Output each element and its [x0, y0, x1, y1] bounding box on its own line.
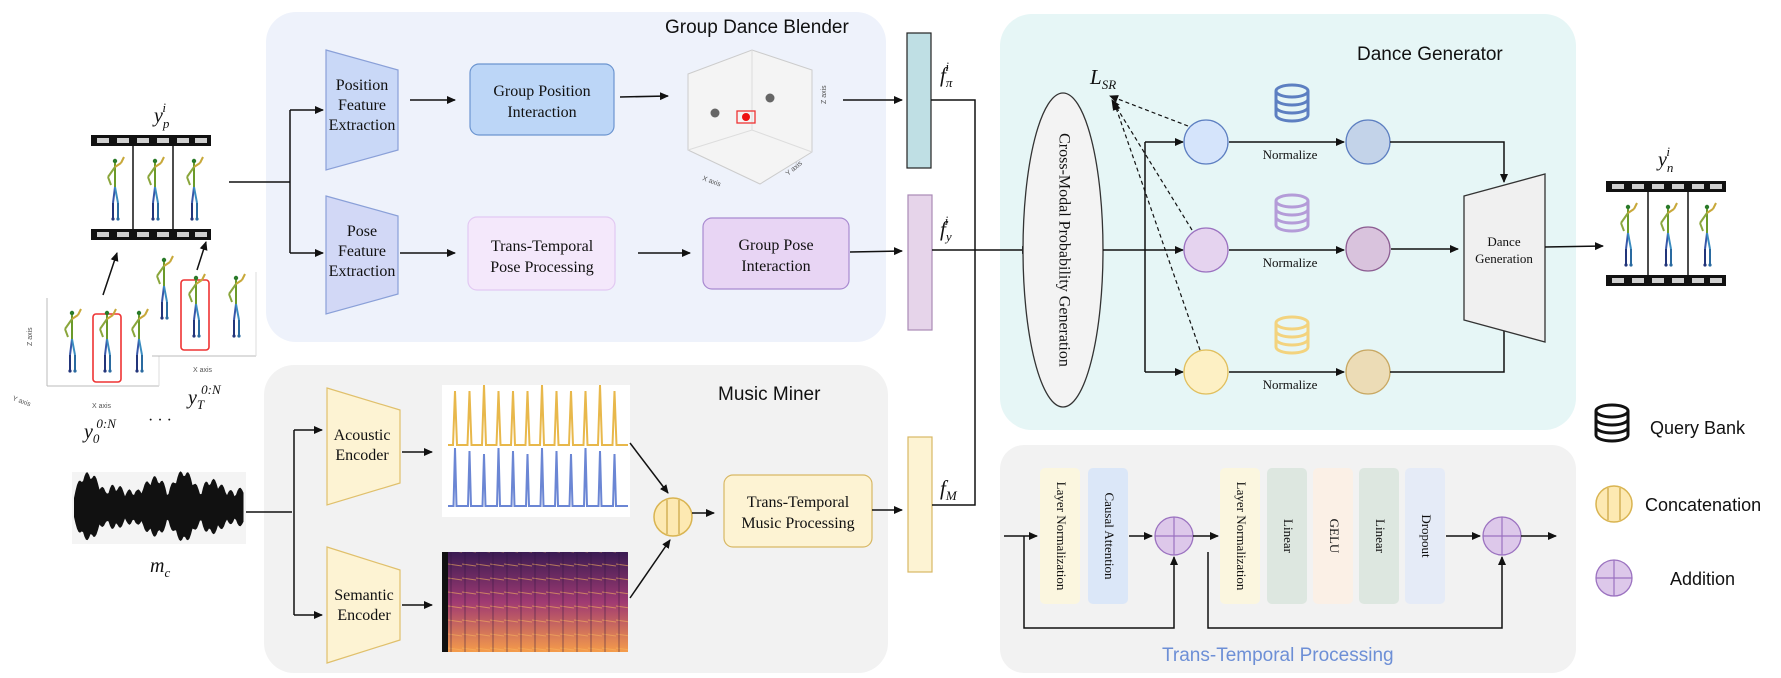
linear2-label: Linear	[1373, 519, 1388, 554]
semantic-encoder-block: Semantic Encoder	[326, 546, 401, 664]
group-position-interaction-block: Group Position Interaction	[469, 63, 615, 136]
gpoi-line-1: Group Pose	[738, 237, 813, 254]
pfe-line-2: Feature	[338, 97, 386, 114]
addition-node-1	[1154, 516, 1194, 556]
output-node-blue	[1345, 119, 1391, 165]
y-n-label: yni	[1656, 144, 1673, 175]
cross-modal-probability-generation-block: Cross-Modal Probability Generation	[1022, 92, 1104, 408]
ae-line-2: Encoder	[335, 447, 389, 464]
dance-generator-title: Dance Generator	[1357, 44, 1503, 65]
legend-addition: Addition	[1595, 559, 1735, 597]
plot-z-axis: Z axis	[821, 85, 828, 104]
yT-label: yT0:N	[186, 382, 222, 412]
ca-label: Causal Attention	[1102, 492, 1117, 580]
acoustic-feature-plot	[442, 384, 630, 517]
layer-normalization-block-1: Layer Normalization	[1040, 468, 1080, 604]
music-miner-title: Music Miner	[718, 384, 821, 405]
z-axis-label: Z axis	[27, 327, 34, 346]
ln2-label: Layer Normalization	[1234, 482, 1249, 591]
ttp-line-2: Pose Processing	[490, 259, 594, 276]
trans-temporal-processing-title: Trans-Temporal Processing	[1162, 645, 1394, 666]
legend-concatenation-label: Concatenation	[1645, 495, 1761, 515]
se-line-1: Semantic	[334, 587, 394, 604]
concatenation-icon	[1595, 485, 1633, 523]
pose-feature-extraction-block: Pose Feature Extraction	[325, 195, 399, 315]
gelu-label: GELU	[1327, 519, 1342, 554]
dropout-block: Dropout	[1405, 468, 1445, 604]
legend-query-bank: Query Bank	[1594, 403, 1746, 443]
trans-temporal-music-processing-block: Trans-Temporal Music Processing	[723, 474, 873, 548]
ttm-line-1: Trans-Temporal	[747, 494, 850, 511]
y-p-label: ypi	[152, 100, 170, 131]
query-node-purple	[1183, 227, 1229, 273]
f-M-bar	[907, 436, 933, 573]
output-node-purple	[1345, 226, 1391, 272]
dg-line-2: Generation	[1475, 251, 1533, 266]
gelu-block: GELU	[1313, 468, 1353, 604]
group-pose-interaction-block: Group Pose Interaction	[702, 217, 850, 290]
layer-normalization-block-2: Layer Normalization	[1220, 468, 1260, 604]
normalize-label-2: Normalize	[1263, 255, 1318, 270]
ellipsis: · · ·	[148, 412, 172, 429]
ttm-line-2: Music Processing	[741, 515, 854, 532]
trans-temporal-pose-processing-block: Trans-Temporal Pose Processing	[467, 216, 616, 291]
linear-block-2: Linear	[1359, 468, 1399, 604]
output-node-yellow	[1345, 349, 1391, 395]
pfe-line-1: Position	[336, 77, 388, 94]
legend-addition-label: Addition	[1670, 569, 1735, 589]
x-axis-label: X axis	[92, 403, 112, 410]
query-node-blue	[1183, 119, 1229, 165]
acoustic-encoder-block: Acoustic Encoder	[326, 387, 401, 506]
pose-fe-line-3: Extraction	[329, 263, 396, 280]
gpi-line-1: Group Position	[493, 83, 590, 100]
addition-node-2	[1482, 516, 1522, 556]
dg-line-1: Dance	[1487, 234, 1520, 249]
gpi-line-2: Interaction	[507, 104, 576, 121]
linear-block-1: Linear	[1267, 468, 1307, 604]
position-3d-plot: X axis Y axis Z axis	[687, 49, 828, 189]
pose-fe-line-2: Feature	[338, 243, 386, 260]
cmpg-label: Cross-Modal Probability Generation	[1055, 133, 1072, 367]
normalize-label-3: Normalize	[1263, 377, 1318, 392]
gpoi-line-2: Interaction	[741, 258, 810, 275]
dropout-label: Dropout	[1419, 514, 1434, 558]
pose-3d-snapshot-0: Z axis X axis Y axis	[11, 298, 160, 410]
addition-icon	[1595, 559, 1633, 597]
music-waveform	[72, 471, 246, 544]
pfe-line-3: Extraction	[329, 117, 396, 134]
pose-3d-snapshot-T: X axis	[152, 255, 257, 374]
group-dance-blender-title: Group Dance Blender	[665, 17, 849, 38]
causal-attention-block: Causal Attention	[1088, 468, 1128, 604]
x-axis-label-2: X axis	[193, 367, 213, 374]
position-feature-extraction-block: Position Feature Extraction	[325, 49, 399, 171]
m-c-label: mc	[150, 555, 170, 580]
f-pi-bar	[906, 32, 932, 169]
legend-query-bank-label: Query Bank	[1650, 418, 1746, 438]
concatenation-node	[653, 497, 693, 537]
ae-line-1: Acoustic	[334, 427, 391, 444]
ln1-label: Layer Normalization	[1054, 482, 1069, 591]
f-y-label: fyi	[940, 213, 952, 244]
L-SR-label: LSR	[1089, 65, 1116, 92]
linear1-label: Linear	[1281, 519, 1296, 554]
output-dance-film	[1605, 180, 1727, 287]
y-axis-label: Y axis	[11, 395, 32, 408]
pose-fe-line-1: Pose	[347, 223, 377, 240]
legend-concatenation: Concatenation	[1595, 485, 1761, 523]
ttp-line-1: Trans-Temporal	[491, 238, 594, 255]
query-node-yellow	[1183, 349, 1229, 395]
music-miner-panel	[264, 365, 888, 673]
dance-generation-block: Dance Generation	[1463, 173, 1546, 343]
semantic-spectrogram	[442, 552, 628, 652]
f-y-bar	[907, 194, 933, 331]
query-bank-icon	[1594, 403, 1630, 443]
f-M-label: fM	[940, 476, 958, 503]
input-pose-film	[90, 134, 212, 241]
normalize-label-1: Normalize	[1263, 147, 1318, 162]
se-line-2: Encoder	[337, 607, 391, 624]
f-pi-label: fπi	[940, 59, 953, 90]
y0-label: y00:N	[82, 416, 117, 446]
